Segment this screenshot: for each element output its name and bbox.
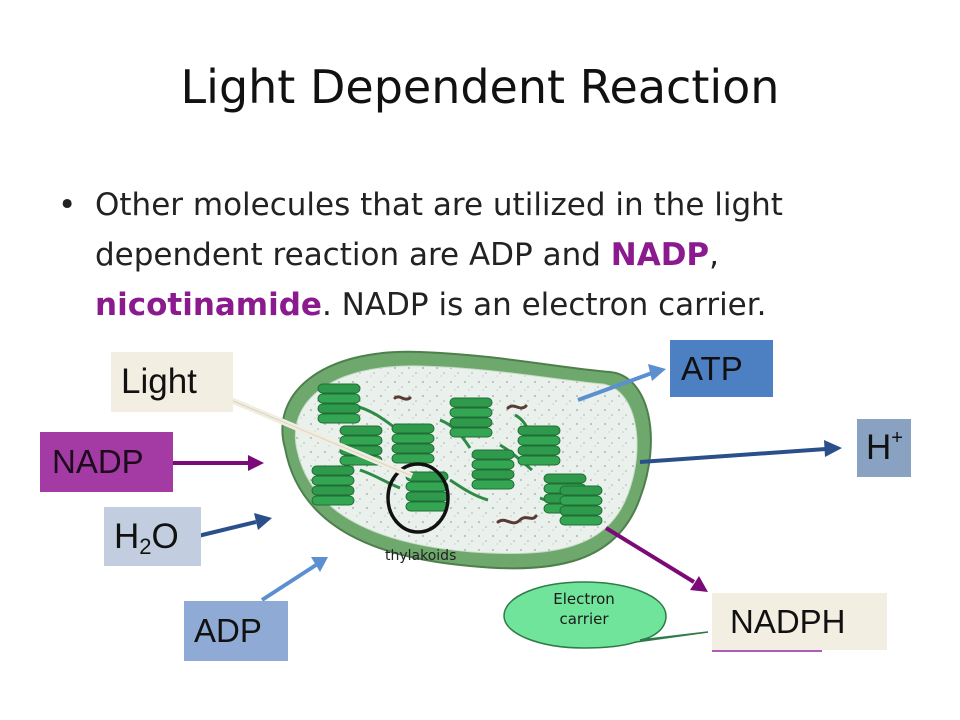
arrow-adp-in bbox=[260, 557, 328, 602]
electron-carrier-text: Electron carrier bbox=[506, 589, 662, 629]
highlight-nicotinamide: nicotinamide bbox=[95, 287, 322, 323]
slide-title: Light Dependent Reaction bbox=[180, 60, 780, 114]
arrow-atp-out bbox=[577, 364, 666, 402]
bullet-marker: • bbox=[58, 187, 77, 223]
granum-6 bbox=[449, 397, 493, 438]
bullet-text-part-3: . NADP is an electron carrier. bbox=[321, 287, 767, 323]
h-plus-superscript: + bbox=[891, 426, 903, 449]
h-plus-h: H bbox=[866, 428, 892, 467]
bullet-text: Other molecules that are utilized in the… bbox=[95, 180, 905, 330]
atp-label: ATP bbox=[670, 340, 773, 397]
arrow-h2o-in bbox=[197, 513, 272, 538]
granum-1 bbox=[317, 383, 361, 424]
granum-7 bbox=[471, 449, 515, 490]
light-label: Light bbox=[111, 352, 233, 412]
highlight-nadp: NADP bbox=[610, 237, 710, 273]
arrow-h-plus-out bbox=[639, 440, 842, 464]
arrow-nadp-in bbox=[172, 455, 264, 471]
granum-8 bbox=[517, 425, 561, 466]
thylakoids-caption: thylakoids bbox=[385, 548, 457, 564]
arrow-nadph-out bbox=[604, 526, 708, 592]
granum-4 bbox=[391, 423, 435, 464]
h2o-o: O bbox=[151, 516, 179, 556]
adp-label: ADP bbox=[184, 601, 288, 661]
granum-3 bbox=[311, 465, 355, 506]
h2o-h: H bbox=[114, 516, 140, 556]
nadph-label: NADPH bbox=[712, 593, 887, 650]
h-plus-label: H+ bbox=[857, 419, 911, 477]
speech-bubble bbox=[503, 581, 709, 649]
nadp-label: NADP bbox=[40, 432, 173, 492]
thylakoid-highlight-circle bbox=[386, 462, 450, 534]
electron-carrier-line-1: Electron bbox=[553, 590, 615, 608]
h2o-subscript: 2 bbox=[139, 533, 152, 559]
bullet-text-part-1: Other molecules that are utilized in the… bbox=[95, 187, 783, 273]
bullet-text-part-2: , bbox=[709, 237, 720, 273]
electron-carrier-line-2: carrier bbox=[559, 610, 609, 628]
granum-10 bbox=[559, 485, 603, 526]
